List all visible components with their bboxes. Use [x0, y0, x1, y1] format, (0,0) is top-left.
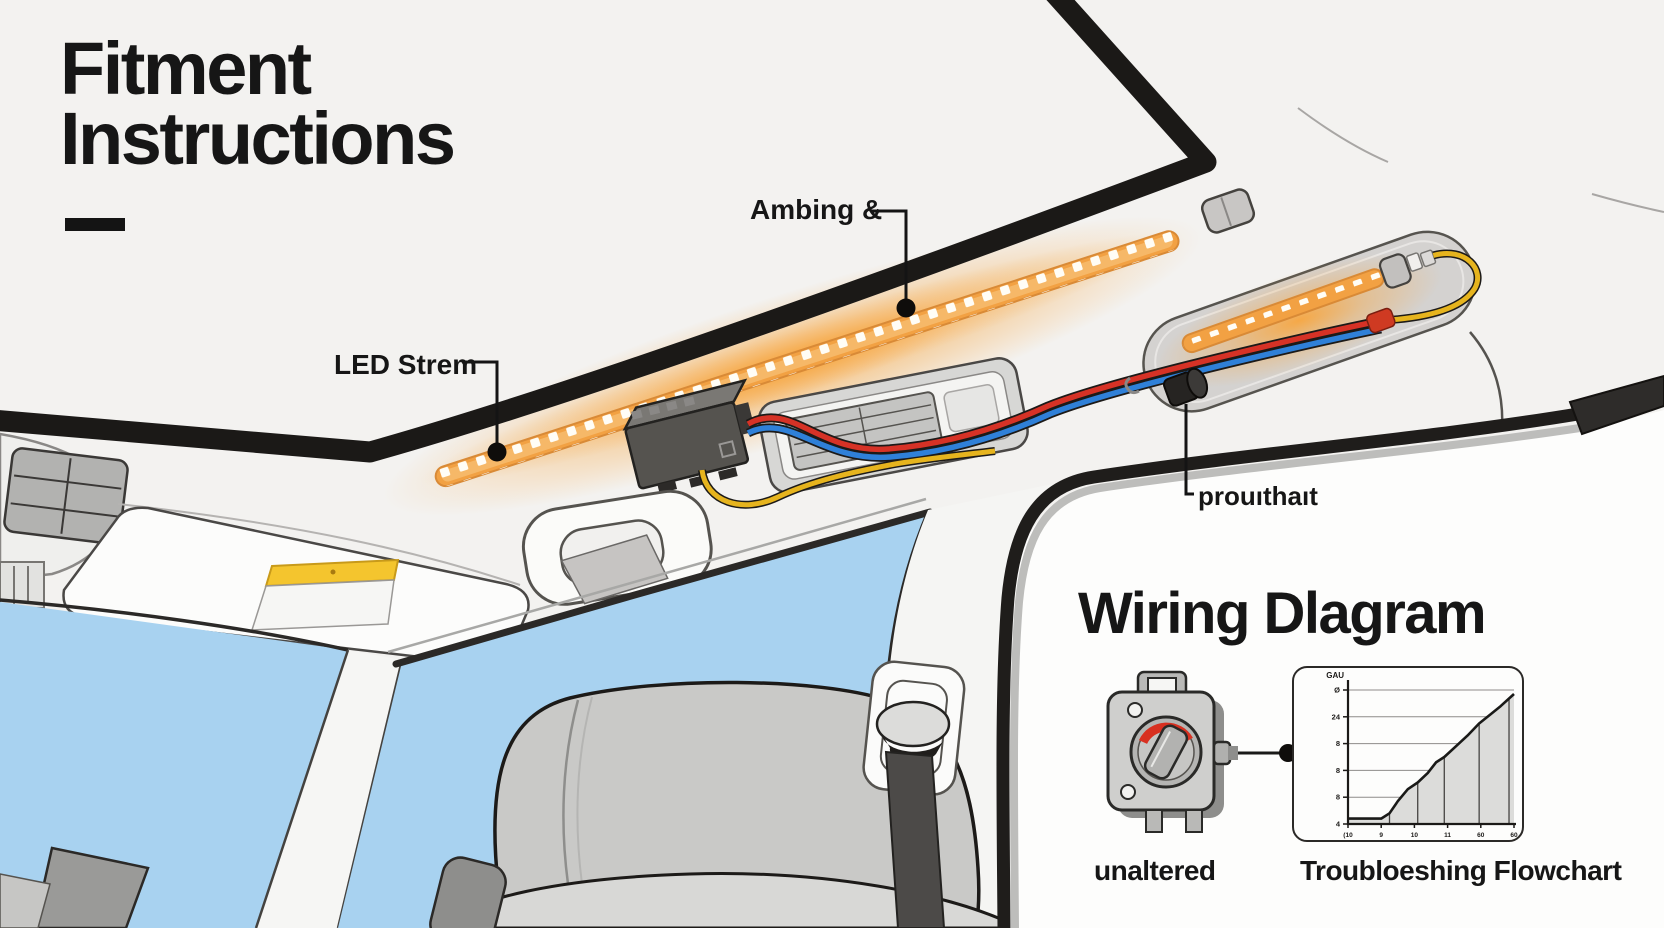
callout-ambient-label: Ambing &	[750, 194, 883, 225]
callout-led-strip-label: LED Strem	[334, 349, 478, 380]
svg-text:(10: (10	[1343, 832, 1353, 839]
side-mirror	[429, 856, 507, 928]
callout-grommet-label: prouıthaıt	[1198, 481, 1318, 511]
roof-crease-lines	[1297, 107, 1664, 213]
wiring-connector-box	[622, 378, 756, 494]
svg-text:Ø: Ø	[1334, 686, 1340, 695]
callout-leader-lines	[462, 209, 1194, 496]
svg-text:24: 24	[1332, 712, 1341, 721]
wire-yellow-loop	[1392, 251, 1481, 323]
wire-red	[746, 318, 1380, 452]
door-frame-seal	[1009, 424, 1581, 928]
svg-text:8: 8	[1336, 793, 1340, 802]
led-strip-main	[434, 230, 1180, 488]
grab-handle	[521, 489, 713, 606]
overhead-console	[0, 432, 129, 609]
troubleshooting-chart-plot: Ø 24 8 8 8 4(10 9 10 11 60 60 GAU	[1326, 671, 1518, 839]
chart-caption: Troubloeshing Flowchart	[1300, 855, 1622, 886]
rail-end-clamp	[1200, 188, 1256, 234]
svg-text:8: 8	[1336, 766, 1340, 775]
svg-text:4: 4	[1336, 820, 1341, 829]
led-callout-dot	[487, 442, 507, 462]
sun-visor	[62, 506, 530, 666]
visor-warning-sticker	[250, 558, 400, 631]
page-title: Fitment Instructions	[60, 27, 456, 180]
small-wire-hook	[1124, 376, 1140, 395]
ambient-callout-dot	[896, 298, 916, 318]
switch-caption: unaltered	[1094, 855, 1216, 886]
switch-connector-nub	[1212, 740, 1232, 766]
troubleshooting-chart: Ø 24 8 8 8 4(10 9 10 11 60 60 GAU	[1292, 666, 1524, 842]
svg-text:10: 10	[1411, 832, 1419, 839]
hanging-wire	[1469, 331, 1504, 431]
seatbelt-strap	[884, 750, 946, 928]
svg-text:60: 60	[1477, 832, 1485, 839]
wire-yellow	[699, 448, 996, 508]
wire-blue	[746, 326, 1382, 461]
headliner-crease	[117, 503, 521, 586]
windshield	[0, 598, 349, 928]
door-frame	[996, 407, 1580, 928]
svg-text:GAU: GAU	[1326, 671, 1344, 680]
dash-corner	[0, 873, 51, 928]
svg-text:8: 8	[1336, 739, 1340, 748]
led-end-cap	[1378, 253, 1412, 289]
switch-knob	[1143, 724, 1189, 780]
window-top-frame	[392, 508, 934, 668]
wiring-harness	[698, 316, 1382, 509]
wiring-diagram-title: Wiring Dlagram	[1078, 581, 1487, 646]
svg-text:11: 11	[1444, 832, 1451, 839]
rear-roof-rail	[1568, 374, 1664, 436]
cable-clip	[1124, 367, 1209, 407]
wire-sleeve-connector	[1366, 307, 1396, 334]
svg-text:60: 60	[1510, 832, 1518, 839]
a-pillar	[254, 649, 404, 928]
page-title-line1: Fitment	[60, 27, 312, 110]
page-title-line2: Instructions	[60, 97, 456, 180]
svg-text:9: 9	[1379, 832, 1383, 839]
rotary-switch	[1106, 670, 1238, 833]
title-dash	[65, 218, 125, 231]
roof-trim-rail	[0, 0, 1217, 463]
